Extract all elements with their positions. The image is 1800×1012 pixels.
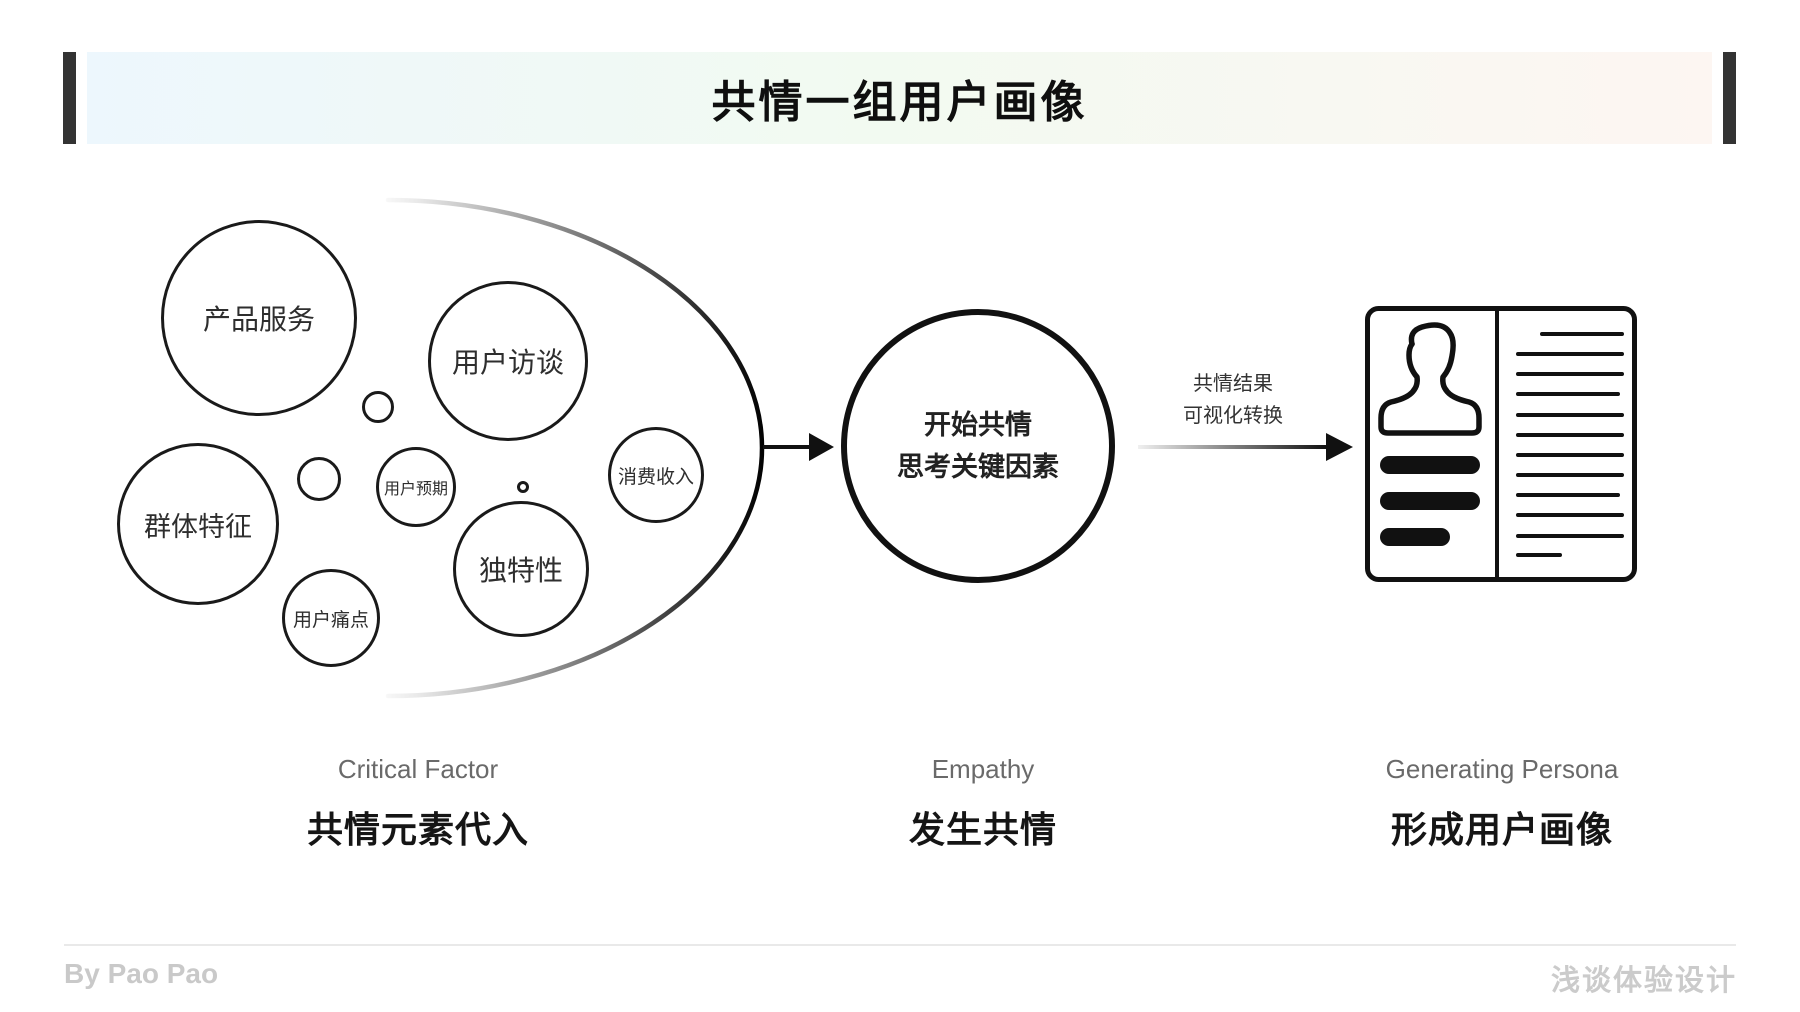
bubble-user-expectation: 用户预期 (376, 447, 456, 527)
bubble-label: 产品服务 (202, 304, 315, 335)
empathy-circle: 开始共情 思考关键因素 (841, 309, 1115, 583)
stage-en-label: Empathy (931, 754, 1035, 784)
convergence-lens-curve (385, 197, 765, 699)
stage-critical-factor: Critical Factor 共情元素代入 (188, 752, 648, 853)
stage-generating-persona: Generating Persona 形成用户画像 (1272, 752, 1732, 853)
bubble-empty-dot (517, 481, 529, 493)
header-right-bar (1723, 52, 1736, 144)
bubble-consumption-income: 消费收入 (608, 427, 704, 523)
bubble-label: 独特性 (478, 555, 563, 586)
stage-cn-label: 共情元素代入 (306, 809, 529, 850)
bubble-label: 用户预期 (383, 481, 448, 498)
stage-en-label: Generating Persona (1385, 754, 1619, 784)
bubble-uniqueness: 独特性 (453, 501, 589, 637)
person-silhouette-icon (1378, 322, 1482, 436)
empathy-line2: 思考关键因素 (897, 452, 1059, 482)
bubble-label: 群体特征 (144, 511, 252, 542)
stage-cn-label: 形成用户画像 (1390, 809, 1613, 850)
persona-card-icon (1365, 306, 1637, 582)
bubble-user-painpoint: 用户痛点 (282, 569, 380, 667)
bubble-empty-medium (297, 457, 341, 501)
arrow-right-icon (763, 433, 834, 461)
stage-empathy: Empathy 发生共情 (753, 752, 1213, 853)
stage-cn-label: 发生共情 (908, 809, 1057, 850)
bubble-product-service: 产品服务 (161, 220, 357, 416)
bubble-label: 用户痛点 (292, 609, 369, 631)
footer-author: By Pao Pao (64, 958, 219, 989)
bubble-empty-small (362, 391, 394, 423)
footer-brand: 浅谈体验设计 (1550, 965, 1737, 997)
page-title: 共情一组用户画像 (711, 78, 1088, 127)
stage-en-label: Critical Factor (337, 754, 499, 784)
bubble-label: 消费收入 (617, 466, 694, 488)
header-band: 共情一组用户画像 (87, 52, 1712, 144)
bubble-group-traits: 群体特征 (117, 443, 279, 605)
transform-arrow-label: 共情结果 可视化转换 (1133, 368, 1333, 432)
empathy-line1: 开始共情 (924, 410, 1032, 440)
gradient-arrow-right-icon (1138, 433, 1353, 461)
transform-label-line2: 可视化转换 (1183, 405, 1283, 427)
bubble-user-interview: 用户访谈 (428, 281, 588, 441)
footer-divider (64, 944, 1736, 946)
bubble-label: 用户访谈 (451, 347, 564, 378)
transform-label-line1: 共情结果 (1193, 373, 1273, 395)
header-left-bar (63, 52, 76, 144)
